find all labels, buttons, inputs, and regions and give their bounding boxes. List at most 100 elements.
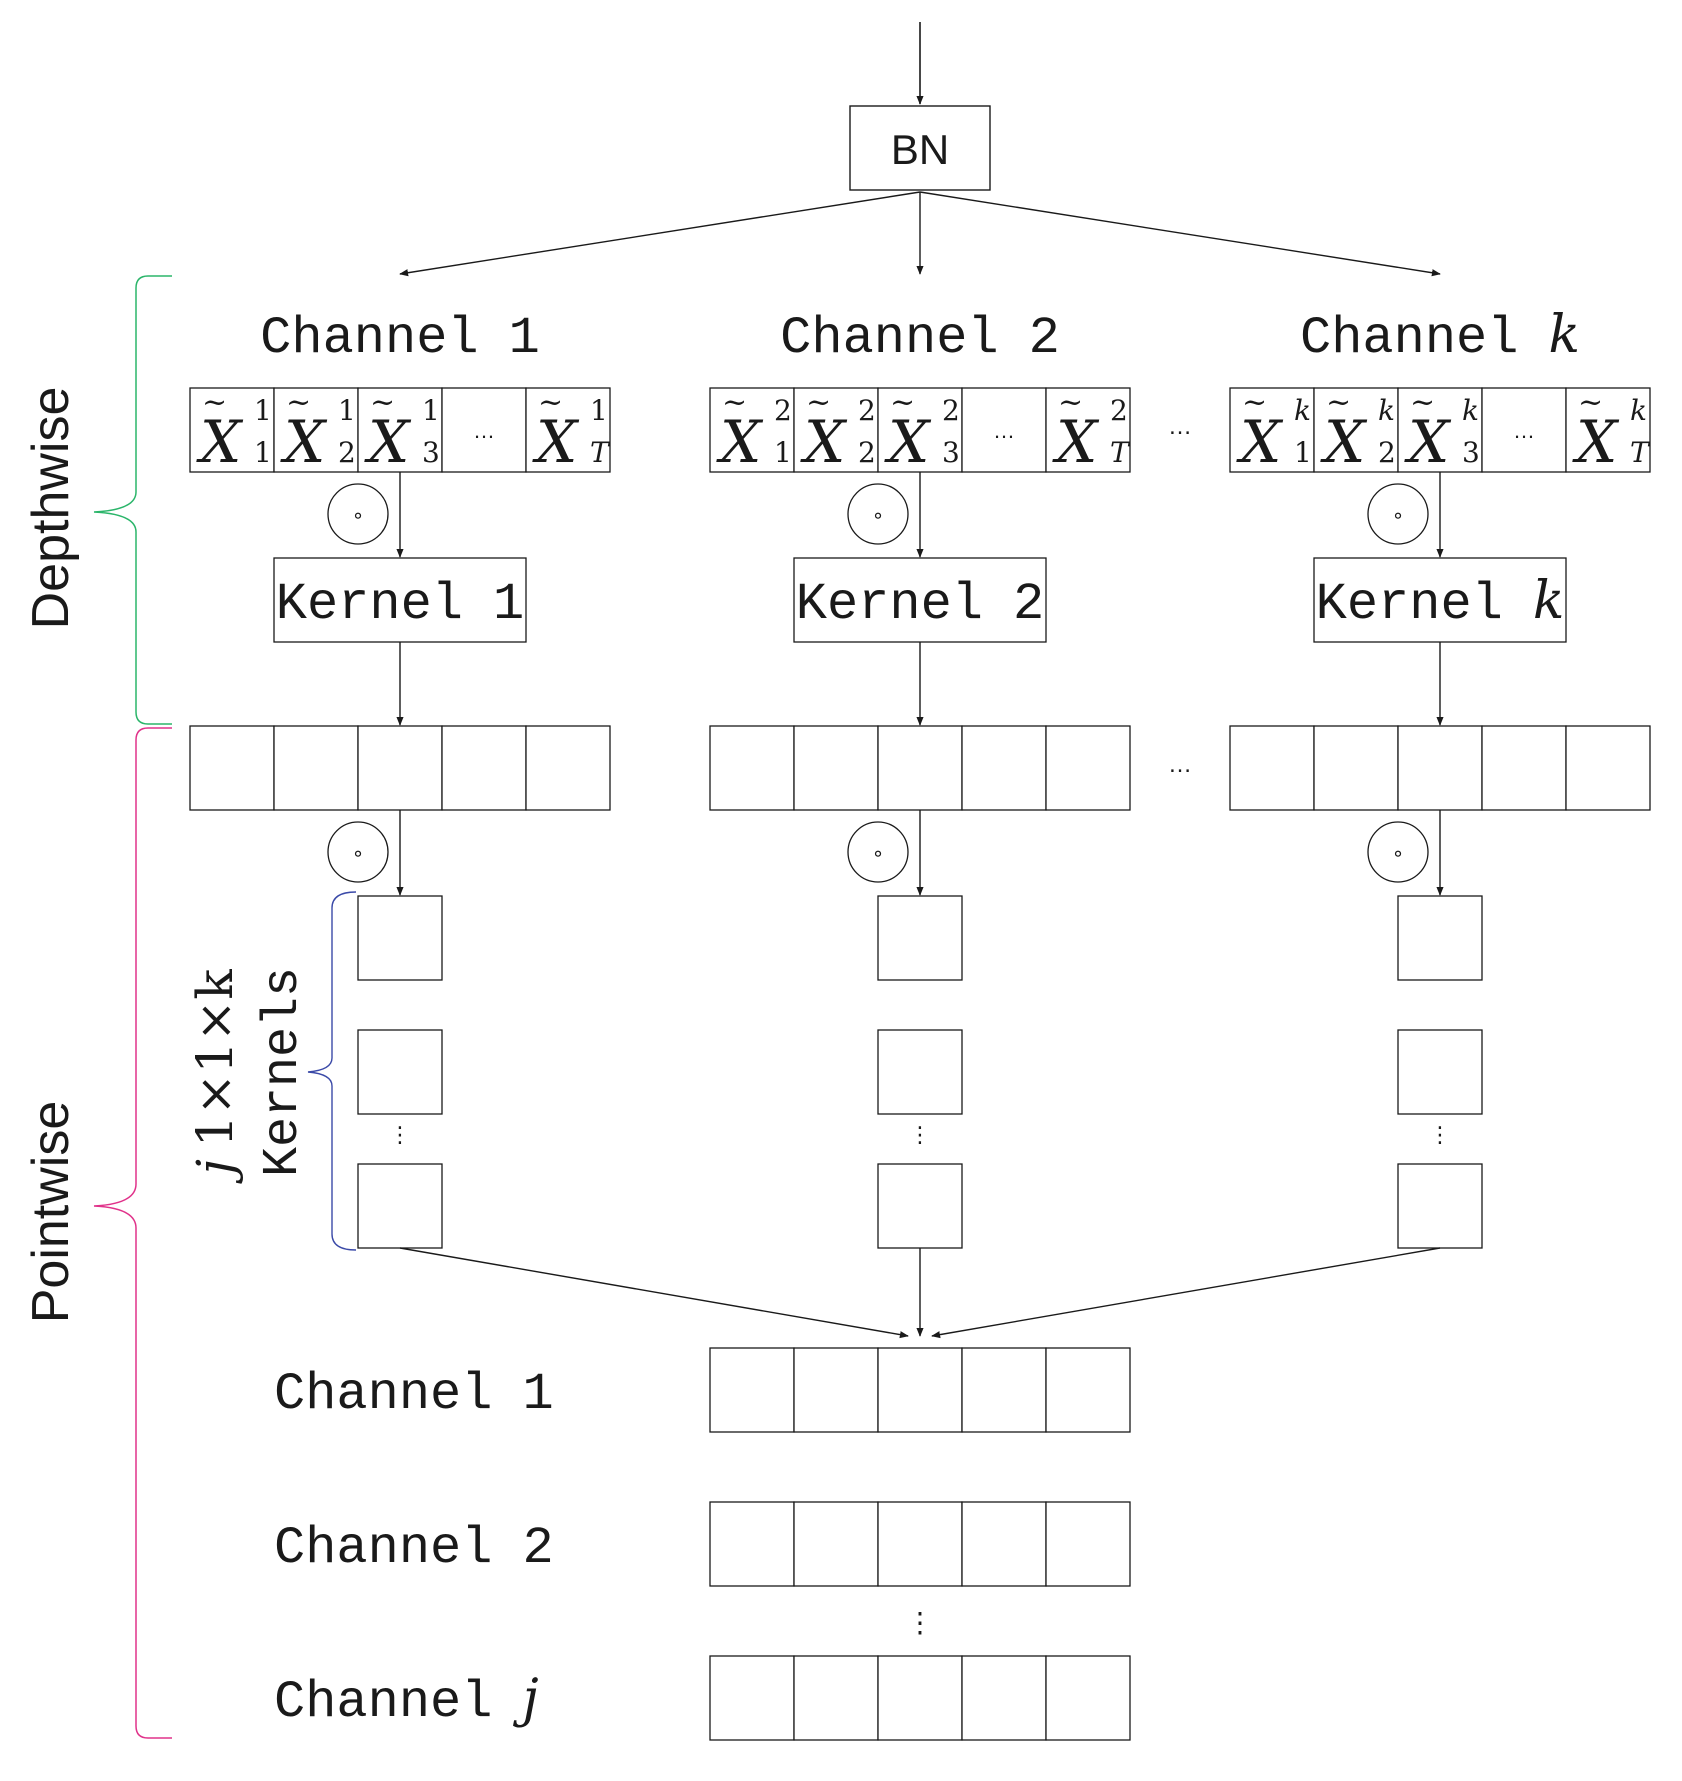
kernel-box (1313, 557, 1567, 643)
depthwise-output-cell (1229, 725, 1315, 811)
cell-tilde: ~ (722, 385, 747, 420)
channel-heading-index: 1 (509, 309, 540, 368)
depthwise-output-cell (1397, 725, 1483, 811)
cell-base-x: X (716, 408, 764, 476)
elementwise-operator-symbol: ∘ (872, 843, 885, 865)
depthwise-output-cell (1045, 725, 1131, 811)
cell-subscript: 3 (422, 436, 440, 469)
cell-tilde: ~ (538, 385, 563, 420)
cell-superscript: 2 (774, 394, 792, 427)
cell-superscript: 1 (254, 394, 272, 427)
merge-arrow-left (399, 1247, 909, 1339)
pointwise-kernel-square (877, 1163, 963, 1249)
kernel-box (793, 557, 1047, 643)
cell-tilde: ~ (202, 385, 227, 420)
depthwise-output-cell (525, 725, 611, 811)
depthwise-output-cell (357, 725, 443, 811)
kernels-brace (307, 891, 357, 1251)
kernels-size: 1×1×k (186, 969, 244, 1147)
depthwise-output-cell (1313, 725, 1399, 811)
pointwise-kernels-ellipsis: ⋮ (389, 1122, 411, 1147)
output-channel-cell (709, 1655, 795, 1741)
cell-tilde: ~ (1326, 385, 1351, 420)
cell-tilde: ~ (1578, 385, 1603, 420)
output-channels-vertical-ellipsis: ⋮ (906, 1607, 934, 1638)
bn-label: BN (891, 126, 949, 173)
output-channel-cell (877, 1501, 963, 1587)
kernel-label: Kernel 1 (276, 575, 524, 634)
channel-heading-name: Channel (260, 309, 478, 368)
elementwise-operator-circle (327, 483, 389, 545)
pointwise-kernel-square (877, 895, 963, 981)
pointwise-kernel-square (1397, 895, 1483, 981)
elementwise-operator-circle (1367, 483, 1429, 545)
cell-base-x: X (1404, 408, 1452, 476)
cell-tilde: ~ (286, 385, 311, 420)
cell-superscript: 1 (338, 394, 356, 427)
channel-heading-index: 2 (1029, 309, 1060, 368)
input-cell (1229, 387, 1315, 473)
depthwise-output-cell (961, 725, 1047, 811)
cell-base-x: X (532, 408, 580, 476)
cell-superscript: k (1294, 394, 1311, 427)
output-channel-cell (961, 1655, 1047, 1741)
depthwise-output-cell (189, 725, 275, 811)
input-cell (441, 387, 527, 473)
cell-base-x: X (1572, 408, 1620, 476)
input-cell (961, 387, 1047, 473)
output-channel-name: Channel (274, 1365, 492, 1424)
channels-ellipsis: … (1168, 413, 1192, 440)
output-channel-cell (1045, 1347, 1131, 1433)
depthwise-brace (93, 275, 172, 725)
input-cell-ellipsis: … (1513, 418, 1535, 443)
channel-heading-name: Channel (1300, 309, 1518, 368)
pointwise-brace (93, 727, 172, 1739)
cell-superscript: 2 (942, 394, 960, 427)
cell-base-x: X (196, 408, 244, 476)
cell-base-x: X (800, 408, 848, 476)
cell-superscript: k (1378, 394, 1395, 427)
depthwise-output-cell (1481, 725, 1567, 811)
output-channel-cell (793, 1655, 879, 1741)
kernels-count-label: j1×1×k (186, 969, 244, 1185)
pointwise-kernel-square (1397, 1163, 1483, 1249)
channel-heading-name: Channel (780, 309, 998, 368)
cell-subscript: 2 (1378, 436, 1396, 469)
output-channel-cell (1045, 1501, 1131, 1587)
cell-superscript: 2 (858, 394, 876, 427)
cell-subscript: T (1630, 436, 1651, 469)
input-cell (709, 387, 795, 473)
elementwise-operator-symbol: ∘ (1392, 505, 1405, 527)
output-channel-cell (709, 1347, 795, 1433)
output-channel-cell (877, 1347, 963, 1433)
pointwise-label: Pointwise (22, 1101, 80, 1324)
output-channel-cell (1045, 1655, 1131, 1741)
cell-superscript: k (1462, 394, 1479, 427)
input-cell-ellipsis: … (473, 418, 495, 443)
output-channel-name: Channel (274, 1673, 492, 1732)
merge-arrow-right (931, 1247, 1441, 1339)
cell-subscript: 3 (1462, 436, 1480, 469)
input-cell (1045, 387, 1131, 473)
depthwise-outputs-ellipsis: … (1168, 751, 1192, 778)
output-channel-cell (877, 1655, 963, 1741)
cell-tilde: ~ (806, 385, 831, 420)
cell-base-x: X (1052, 408, 1100, 476)
output-channel-name: Channel (274, 1519, 492, 1578)
cell-subscript: T (590, 436, 611, 469)
elementwise-operator-circle (327, 821, 389, 883)
kernel-label-index: 1 (493, 575, 524, 634)
output-channel-cell (961, 1501, 1047, 1587)
output-channel-cell (793, 1347, 879, 1433)
elementwise-operator-circle (1367, 821, 1429, 883)
kernel-label-name: Kernel (276, 575, 463, 634)
